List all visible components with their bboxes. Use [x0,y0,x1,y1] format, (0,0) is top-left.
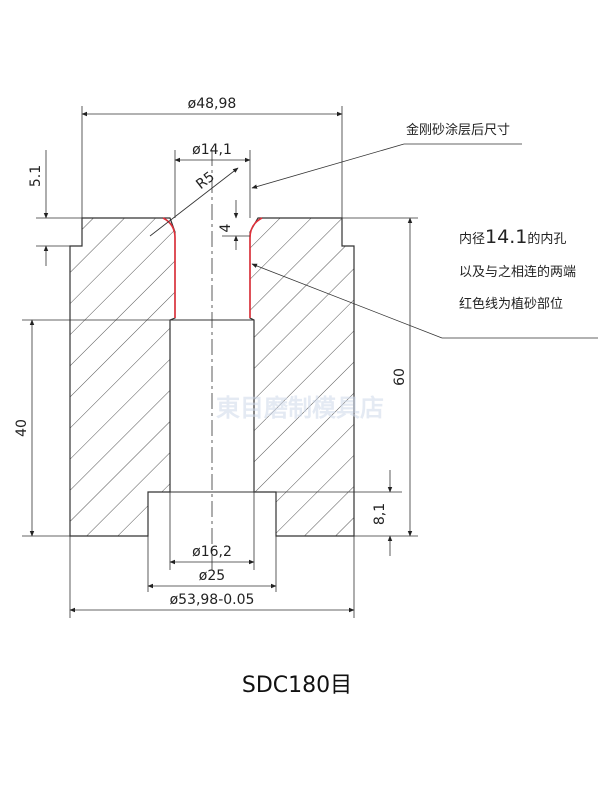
dim-top-step-label: 5.1 [28,165,44,187]
dim-counterbore: ø25 [147,536,277,592]
dim-counterbore-depth-label: 8,1 [372,503,388,525]
inner-bore-note-line3: 红色线为植砂部位 [459,296,563,312]
coating-note: 金刚砂涂层后尺寸 [251,122,522,189]
dim-red-depth-label: 4 [218,223,234,232]
dim-lower-bore-label: ø16,2 [192,544,232,560]
dim-bore-label: ø14,1 [192,142,232,158]
dim-red-depth: 4 [218,200,250,250]
dim-radius-label: R5 [193,169,218,193]
coating-lines [162,217,263,318]
dim-counterbore-label: ø25 [199,568,225,584]
dim-overall-height: 60 [342,217,418,537]
dim-lower-height-label: 40 [14,419,30,437]
inner-bore-note: 内径14.1的内孔 以及与之相连的两端 红色线为植砂部位 [251,226,598,339]
watermark: 東目磨制模具店 [216,394,384,422]
coating-note-label: 金刚砂涂层后尺寸 [406,122,510,138]
dim-lower-bore: ø16,2 [169,492,255,570]
part-body [69,150,355,570]
dim-counterbore-depth: 8,1 [276,470,402,556]
dim-bore: ø14,1 [174,142,251,218]
dim-overall-height-label: 60 [392,368,408,386]
dim-top-step: 5.1 [28,150,82,266]
dim-outer-top-label: ø48,98 [188,96,237,112]
inner-bore-note-line2: 以及与之相连的两端 [459,264,576,280]
right-section [249,217,355,537]
dim-outer-base: ø53,98-0.05 [69,536,355,618]
left-section [69,217,176,537]
drawing-caption: SDC180目 [242,673,352,698]
inner-bore-note-line1: 内径14.1的内孔 [459,226,566,248]
dim-outer-top: ø48,98 [81,96,343,218]
dim-outer-base-label: ø53,98-0.05 [170,592,255,608]
dim-lower-height: 40 [14,319,170,537]
